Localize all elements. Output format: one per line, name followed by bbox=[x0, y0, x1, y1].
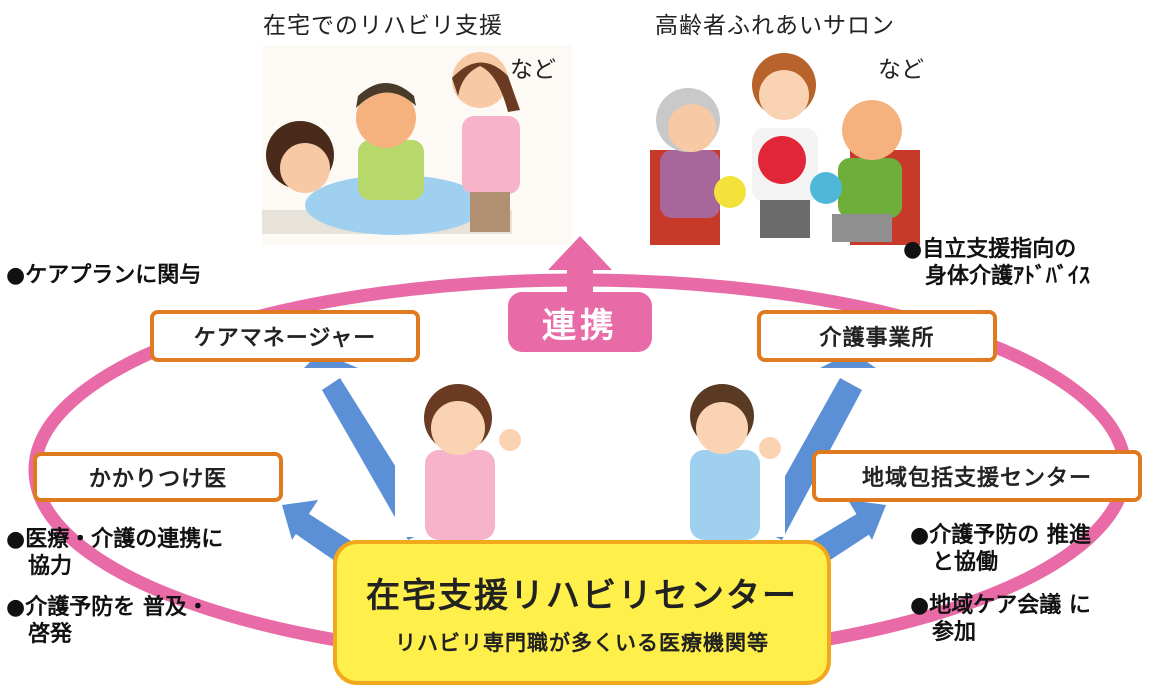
note-jiritsu-shien: ●自立支援指向の 身体介護ｱﾄﾞﾊﾞｲｽ bbox=[903, 236, 1090, 290]
note-line: ●介護予防の 推進 bbox=[910, 523, 1091, 548]
note-line: ●介護予防を 普及・ bbox=[6, 595, 209, 620]
left-illustration-suffix: など bbox=[510, 57, 556, 83]
rehab-staff-female-illustration bbox=[395, 372, 535, 540]
kakaritsuke-box: かかりつけ医 bbox=[33, 452, 283, 502]
note-iryou-kaigo: ●医療・介護の連携に 協力 bbox=[6, 526, 223, 580]
right-illustration-caption: 高齢者ふれあいサロン bbox=[655, 13, 895, 39]
note-care-plan: ●ケアプランに関与 bbox=[6, 263, 202, 288]
salon-illustration bbox=[638, 45, 933, 250]
note-line: 協力 bbox=[28, 554, 73, 579]
renkei-hub: 連携 bbox=[508, 292, 652, 352]
kaigo-jigyosho-box: 介護事業所 bbox=[757, 310, 997, 362]
center-subtitle: リハビリ専門職が多くいる医療機関等 bbox=[395, 631, 769, 655]
note-line: と協働 bbox=[932, 550, 999, 575]
note-line: ●医療・介護の連携に bbox=[6, 527, 224, 552]
home-rehab-illustration bbox=[262, 45, 572, 245]
note-yobou-fukyu: ●介護予防を 普及・ 啓発 bbox=[6, 594, 209, 648]
note-line: 啓発 bbox=[28, 622, 73, 647]
houkatsu-box: 地域包括支援センター bbox=[812, 450, 1142, 502]
note-chiiki-kaigi: ●地域ケア会議 に 参加 bbox=[910, 592, 1091, 646]
care-manager-box: ケアマネージャー bbox=[150, 310, 420, 362]
pink-up-arrow bbox=[548, 236, 612, 296]
note-line: 身体介護ｱﾄﾞﾊﾞｲｽ bbox=[925, 264, 1091, 289]
right-illustration-suffix: など bbox=[878, 57, 924, 83]
note-line: ●地域ケア会議 に bbox=[910, 593, 1091, 618]
zaitaku-shien-center-box: 在宅支援リハビリセンター リハビリ専門職が多くいる医療機関等 bbox=[333, 540, 831, 685]
rehab-staff-male-illustration bbox=[665, 372, 785, 540]
center-title: 在宅支援リハビリセンター bbox=[366, 576, 798, 616]
note-yobou-suishin: ●介護予防の 推進 と協働 bbox=[910, 522, 1091, 576]
left-illustration-caption: 在宅でのリハビリ支援 bbox=[263, 13, 503, 39]
note-line: ●自立支援指向の bbox=[903, 237, 1077, 262]
note-line: 参加 bbox=[932, 620, 977, 645]
